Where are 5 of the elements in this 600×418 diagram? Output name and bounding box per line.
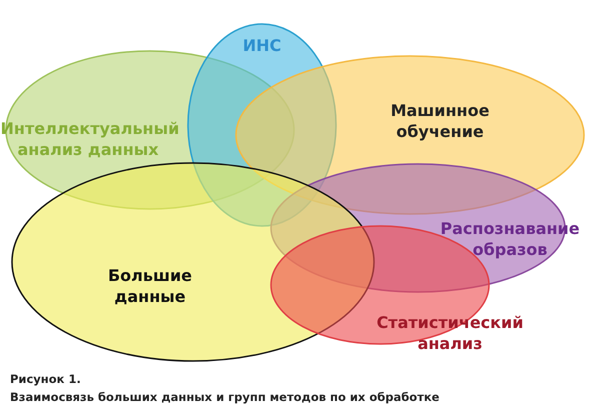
set-label: Машинное обучение xyxy=(390,100,490,142)
set-label: Большие данные xyxy=(106,265,194,307)
figure-number: Рисунок 1. xyxy=(10,372,81,386)
figure-caption: Взаимосвязь больших данных и групп методов по их обработке xyxy=(10,390,440,404)
set-label: ИНС xyxy=(242,35,282,56)
